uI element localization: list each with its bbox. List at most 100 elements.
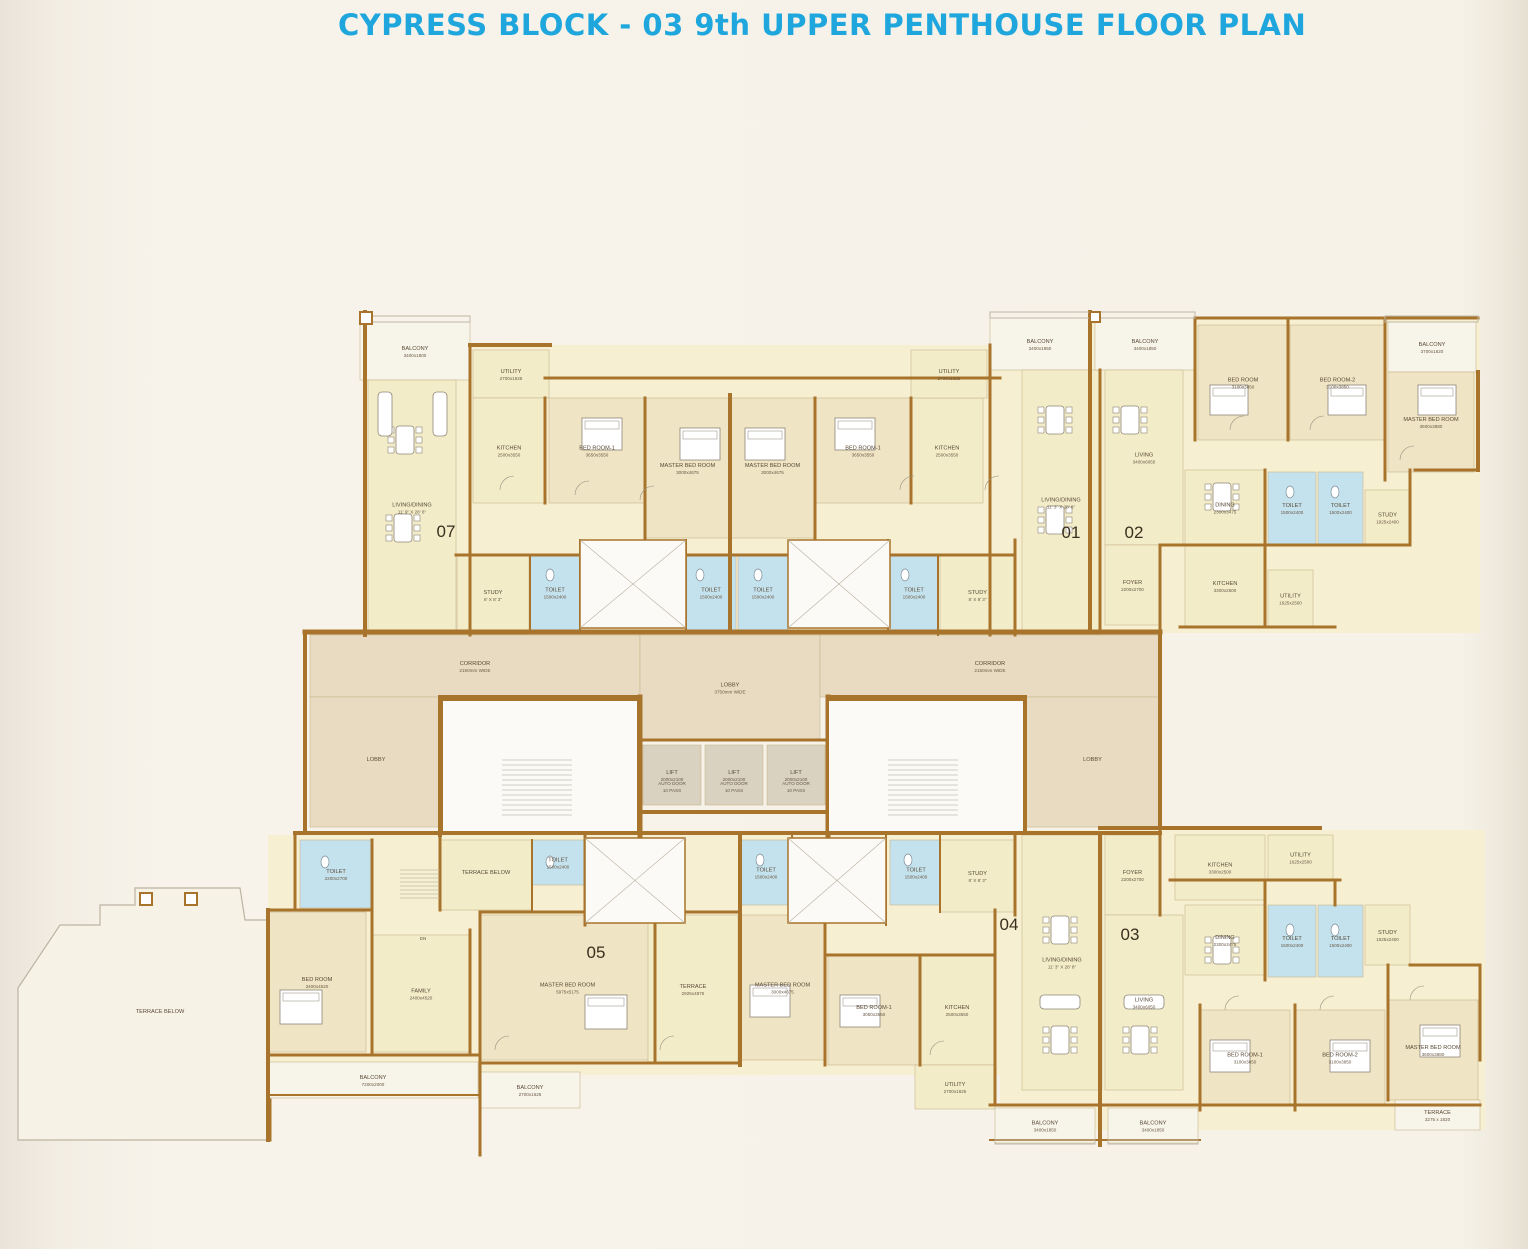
room-dimension: 2500x3550 <box>498 453 521 458</box>
room-dimension: 1500x2400 <box>903 595 926 600</box>
door-swing <box>1409 985 1425 1001</box>
chair <box>1037 406 1045 414</box>
chair <box>1122 1046 1130 1054</box>
dining-table <box>1045 505 1065 535</box>
chair <box>1065 416 1073 424</box>
room-dimension: 3100x3850 <box>1232 385 1255 390</box>
room-dimension: 3100x3850 <box>1329 1060 1352 1065</box>
chair <box>1065 506 1073 514</box>
room-dimension: 2150mm WIDE <box>459 668 490 673</box>
chair <box>1232 503 1240 511</box>
room-label: BALCONY <box>1032 1121 1059 1127</box>
chair <box>1070 1046 1078 1054</box>
chair <box>387 446 395 454</box>
room-label: MASTER BED ROOM <box>1403 417 1459 423</box>
unit-number: 03 <box>1121 925 1140 944</box>
room-dimension: 3400x1800 <box>404 353 427 358</box>
shaft-cross <box>584 837 686 924</box>
room-label: CORRIDOR <box>975 661 1005 667</box>
room-label: MASTER BED ROOM <box>755 983 811 989</box>
sofa <box>1123 994 1165 1010</box>
room-label: DINING <box>1215 503 1235 509</box>
chair <box>1232 493 1240 501</box>
wc-fixture <box>755 853 765 867</box>
door-swing <box>984 475 1000 491</box>
room-label: LIFT <box>666 770 678 776</box>
pillow <box>1330 387 1364 397</box>
room-dimension: 2700x1625 <box>944 1089 967 1094</box>
chair <box>1065 426 1073 434</box>
dining-table <box>1212 935 1232 965</box>
room-r52 <box>939 839 1016 913</box>
room-r15 <box>889 554 939 631</box>
room-r29 <box>1364 489 1411 546</box>
sofa <box>1039 994 1081 1010</box>
room-dimension: 1925x2400 <box>1376 937 1399 942</box>
room-dimension: 3300x2500 <box>1209 870 1232 875</box>
room-dimension: 3100x3850 <box>1326 385 1349 390</box>
room-label: BALCONY <box>360 1075 387 1081</box>
room-r37 <box>642 744 702 806</box>
chair <box>387 436 395 444</box>
door-swing <box>659 1035 675 1051</box>
room-label: STUDY <box>1378 513 1397 519</box>
room-label: UTILITY <box>1290 853 1311 859</box>
room-r36 <box>1024 696 1161 828</box>
room-dimension: 3400x1850 <box>1034 1128 1057 1133</box>
page-title: CYPRESS BLOCK - 03 9th UPPER PENTHOUSE F… <box>338 8 1307 42</box>
room-dimension: 1625x2500 <box>1289 860 1312 865</box>
room-label: KITCHEN <box>497 446 522 452</box>
room-label: MASTER BED ROOM <box>540 983 596 989</box>
room-label: TOILET <box>545 588 565 594</box>
chair <box>385 524 393 532</box>
room-dimension: 11' 9" X 28' 8" <box>398 510 427 515</box>
room-label: LIFT <box>728 770 740 776</box>
chair <box>1070 1036 1078 1044</box>
room-dimension: 5975x5175 <box>556 990 579 995</box>
room-dimension: 11' 3" X 28' 8" <box>1048 965 1077 970</box>
shaft-cross <box>579 539 687 629</box>
room-label: DINING <box>1215 935 1235 941</box>
staircase <box>441 699 639 833</box>
chair <box>1070 916 1078 924</box>
door-swing <box>1309 415 1325 431</box>
pillow <box>1212 1042 1248 1052</box>
unit-number: 04 <box>1000 915 1019 934</box>
chair <box>1042 1046 1050 1054</box>
wc-fixture <box>753 568 763 582</box>
chair <box>1070 936 1078 944</box>
room-r46 <box>479 914 656 1061</box>
room-label: FOYER <box>1123 580 1142 586</box>
room-label: BALCONY <box>1027 339 1054 345</box>
pillow <box>842 997 878 1007</box>
room-label: MASTER BED ROOM <box>660 463 716 469</box>
room-label: STUDY <box>1378 930 1397 936</box>
room-dimension: 3275 x 1820 <box>1425 1117 1451 1122</box>
pillow <box>1212 387 1246 397</box>
pillow <box>587 997 625 1007</box>
wc-fixture <box>545 855 555 869</box>
room-r70 <box>994 1107 1096 1144</box>
room-dimension: 2700x1625 <box>500 376 523 381</box>
room-dimension: 2925x4875 <box>682 991 705 996</box>
pillow <box>747 430 783 440</box>
shaft-cross <box>787 837 887 924</box>
room-r17 <box>989 317 1091 371</box>
chair <box>1204 503 1212 511</box>
room-label: TERRACE <box>1424 1110 1451 1116</box>
shaft-cross <box>787 539 891 629</box>
chair <box>1140 406 1148 414</box>
chair <box>1042 1026 1050 1034</box>
chair <box>1037 426 1045 434</box>
room-label: LIVING/DINING <box>1042 958 1081 964</box>
lift-note: 10 PASS <box>787 788 805 793</box>
room-label: TOILET <box>756 868 776 874</box>
chair <box>1070 926 1078 934</box>
column-box <box>139 892 153 906</box>
chair <box>413 524 421 532</box>
room-dimension: 3600x3880 <box>1422 1052 1445 1057</box>
room-r63 <box>1267 904 1317 978</box>
room-r28 <box>1317 471 1364 545</box>
chair <box>1042 936 1050 944</box>
dining-table <box>1212 482 1232 512</box>
